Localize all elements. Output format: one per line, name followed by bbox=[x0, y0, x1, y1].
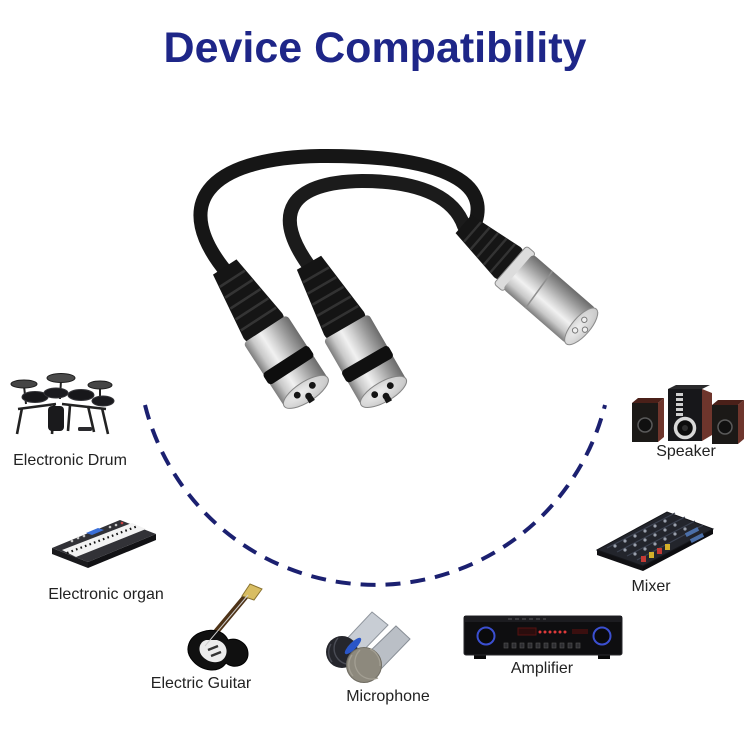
mixer-image bbox=[595, 511, 715, 571]
device-electronic-drum bbox=[4, 371, 118, 444]
device-amplifier bbox=[460, 608, 628, 671]
device-label-mixer: Mixer bbox=[631, 578, 671, 595]
male-xlr-connector bbox=[455, 215, 599, 346]
device-label-electronic-organ: Electronic organ bbox=[48, 586, 164, 603]
device-mixer bbox=[591, 504, 719, 577]
female-xlr-connector-right bbox=[296, 255, 408, 408]
electronic-organ-image bbox=[52, 520, 156, 568]
speaker-image bbox=[632, 385, 744, 444]
device-label-speaker: Speaker bbox=[656, 443, 716, 460]
device-microphone bbox=[312, 606, 414, 691]
electric-guitar-image bbox=[187, 583, 263, 671]
device-label-microphone: Microphone bbox=[346, 688, 430, 705]
microphone-image bbox=[326, 611, 411, 683]
device-electric-guitar bbox=[172, 580, 272, 681]
amplifier-image bbox=[463, 615, 623, 659]
device-electronic-organ bbox=[42, 510, 164, 577]
xlr-sockets bbox=[293, 381, 316, 404]
xlr-pins bbox=[571, 316, 589, 334]
xlr-sockets bbox=[371, 382, 394, 404]
device-label-electric-guitar: Electric Guitar bbox=[150, 675, 252, 692]
female-xlr-connector-left bbox=[212, 259, 329, 409]
page-title: Device Compatibility bbox=[163, 24, 587, 72]
device-speaker bbox=[626, 383, 746, 452]
black-cable bbox=[193, 148, 485, 281]
device-label-electronic-drum: Electronic Drum bbox=[13, 452, 127, 469]
electronic-drum-image bbox=[10, 373, 115, 435]
device-label-amplifier: Amplifier bbox=[510, 660, 574, 677]
